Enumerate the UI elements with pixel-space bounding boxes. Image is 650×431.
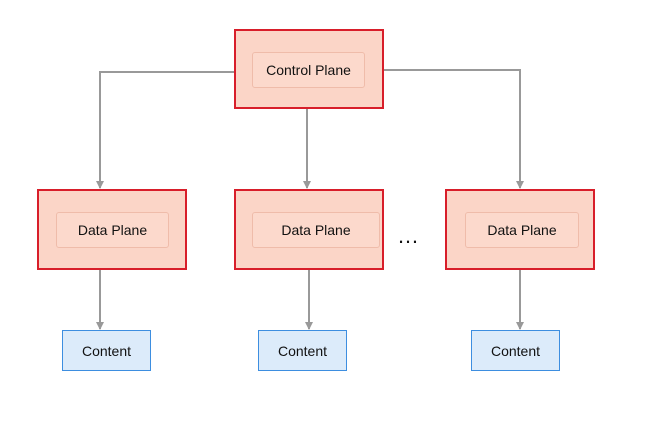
control-plane-label: Control Plane [252, 52, 365, 88]
data-plane-box-3: Data Plane [445, 189, 595, 270]
data-plane-label: Data Plane [252, 212, 380, 248]
content-box: Content [62, 330, 151, 371]
connector-control-to-data-plane-1 [96, 71, 235, 189]
data-plane-label: Data Plane [465, 212, 579, 248]
more-data-planes-ellipsis: … [397, 223, 421, 248]
control-plane-box: Control Plane [234, 29, 384, 109]
data-plane-label: Data Plane [56, 212, 169, 248]
data-plane-box-1: Data Plane [37, 189, 187, 270]
content-box: Content [471, 330, 560, 371]
data-plane-box-2: Data Plane [234, 189, 384, 270]
connector-control-to-data-plane-3 [383, 69, 524, 189]
content-box: Content [258, 330, 347, 371]
